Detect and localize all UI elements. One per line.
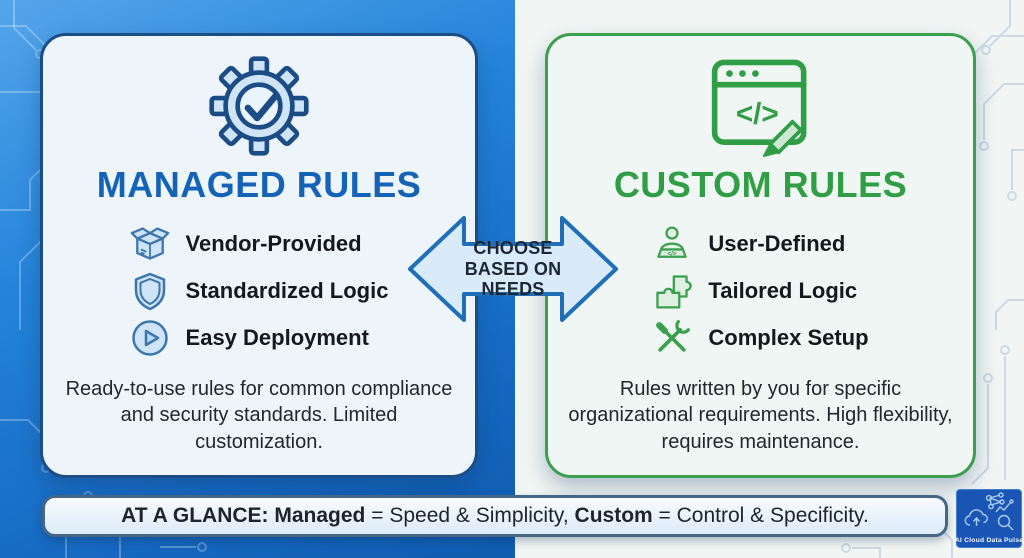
managed-rules-bullets: Vendor-Provided Standardized Logic Easy … [130, 224, 389, 358]
list-item: Complex Setup [652, 318, 869, 358]
play-circle-icon [130, 318, 170, 358]
list-item: Easy Deployment [130, 318, 389, 358]
bullet-label: Vendor-Provided [185, 231, 362, 256]
bullet-label: User-Defined [708, 231, 846, 256]
summary-segment: Custom [574, 504, 653, 527]
list-item: Tailored Logic [652, 271, 868, 311]
arrow-caption: CHOOSE BASED ON NEEDS [464, 238, 562, 300]
brand-logo: AI Cloud Data Pulse [954, 489, 1024, 548]
custom-rules-bullets: </> User-Defined Tailored Logic [652, 224, 869, 358]
managed-rules-description: Ready-to-use rules for common compliance… [65, 378, 453, 453]
managed-rules-card: MANAGED RULES Vendo [40, 33, 478, 478]
choose-based-on-needs-arrow: CHOOSE BASED ON NEEDS [406, 202, 620, 336]
custom-rules-title: CUSTOM RULES [613, 164, 908, 205]
custom-rules-card: </> CUSTOM RULES </> User-Defined [545, 33, 976, 478]
managed-rules-title: MANAGED RULES [96, 164, 422, 205]
custom-rules-description: Rules written by you for specific organi… [568, 378, 953, 453]
list-item: </> User-Defined [652, 224, 868, 264]
bullet-label: Easy Deployment [185, 325, 369, 350]
summary-segment: = Control & Specificity. [652, 504, 869, 527]
svg-text:</>: </> [668, 250, 677, 257]
logo-icons [964, 492, 1014, 531]
code-editor-pencil-icon: </> [705, 54, 817, 158]
svg-text:</>: </> [735, 98, 778, 131]
summary-segment: = Speed & Simplicity, [365, 504, 575, 527]
package-box-icon [130, 224, 170, 264]
at-a-glance-summary-bar: AT A GLANCE: Managed = Speed & Simplicit… [42, 495, 948, 537]
double-arrow-icon [408, 216, 618, 322]
bullet-label: Complex Setup [708, 325, 869, 350]
bullet-label: Standardized Logic [185, 278, 389, 303]
list-item: Vendor-Provided [130, 224, 389, 264]
list-item: Standardized Logic [130, 271, 389, 311]
summary-segment: AT A GLANCE: Managed [121, 504, 366, 527]
tools-icon [652, 318, 692, 358]
gear-check-icon [208, 54, 310, 158]
logo-caption: AI Cloud Data Pulse [954, 537, 1024, 544]
puzzle-icon [652, 271, 693, 311]
shield-icon [130, 271, 170, 311]
developer-icon: </> [652, 224, 692, 264]
bullet-label: Tailored Logic [708, 278, 858, 303]
